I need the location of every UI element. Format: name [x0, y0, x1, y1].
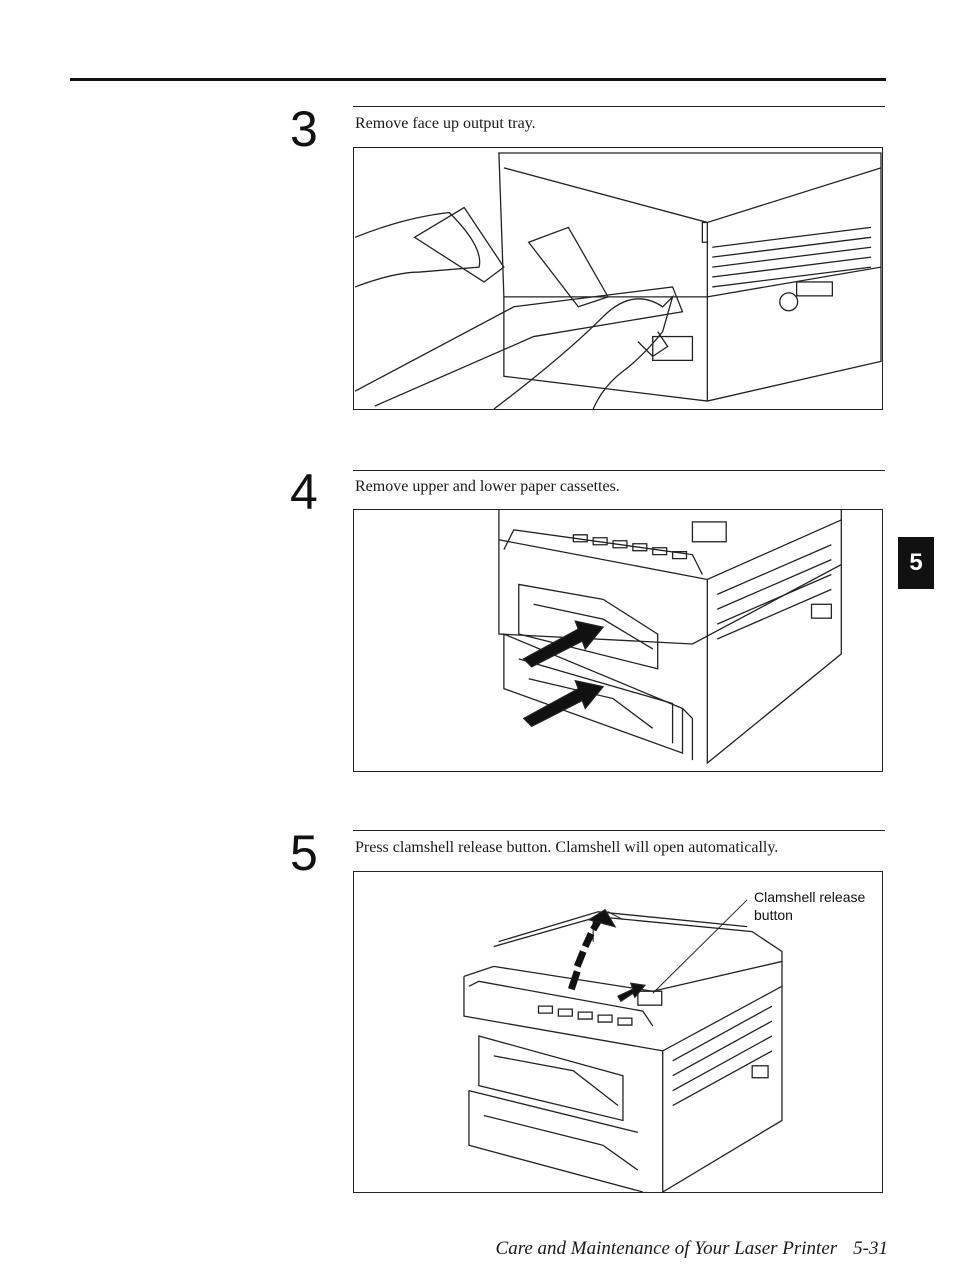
illustration-paper-cassettes	[498, 510, 842, 765]
step-4-instruction: Remove upper and lower paper cassettes.	[355, 478, 620, 495]
step-3-instruction: Remove face up output tray.	[355, 115, 536, 132]
step-5-number: 5	[290, 825, 318, 881]
step-4-number: 4	[290, 464, 318, 520]
step-5-instruction: Press clamshell release button. Clamshel…	[355, 839, 779, 856]
step-4-rule	[353, 470, 885, 471]
callout-line-1: Clamshell release	[754, 889, 866, 905]
page-footer: Care and Maintenance of Your Laser Print…	[496, 1238, 888, 1260]
footer-title: Care and Maintenance of Your Laser Print…	[495, 1238, 838, 1259]
illustration-clamshell	[463, 899, 783, 1192]
arrow-upper-cassette	[522, 620, 605, 668]
arrow-clamshell-open	[587, 908, 617, 928]
arrow-release-button	[617, 982, 647, 1003]
header-rule	[70, 78, 886, 81]
figure-remove-paper-cassettes	[353, 509, 883, 772]
figure-remove-output-tray	[353, 147, 883, 410]
clamshell-release-callout: Clamshell release button	[754, 888, 865, 924]
step-3-number: 3	[290, 101, 318, 157]
step-5-rule	[353, 830, 885, 831]
figure-clamshell-release: Clamshell release button	[353, 871, 883, 1193]
illustration-output-tray	[354, 152, 882, 409]
step-3-rule	[353, 106, 885, 107]
chapter-tab: 5	[898, 537, 934, 589]
callout-line-2: button	[754, 907, 793, 923]
arrow-lower-cassette	[522, 679, 605, 728]
page-number: 5-31	[853, 1238, 888, 1259]
